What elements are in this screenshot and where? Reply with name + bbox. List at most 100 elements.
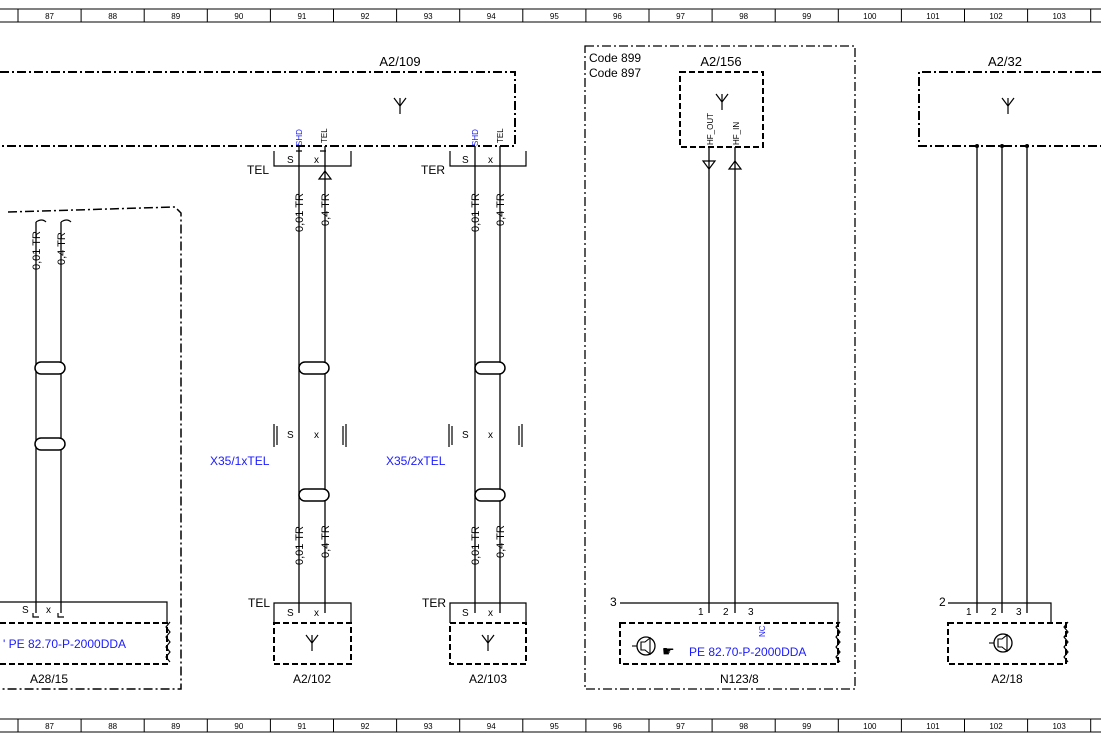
component-label-a28-15: A28/15 xyxy=(30,672,68,686)
speaker-icon xyxy=(631,636,656,656)
pointing-hand-icon: ☛ xyxy=(662,643,675,659)
ruler-cell-label: 94 xyxy=(487,722,496,731)
wire-label: 0,4 TR xyxy=(495,525,507,558)
pin-label: 1 xyxy=(698,607,704,618)
pin-number: 2 xyxy=(939,595,946,609)
wire-label: 0,01 TR xyxy=(470,526,482,565)
speaker-icon xyxy=(988,633,1013,653)
pin-label: NC xyxy=(758,625,767,637)
ruler-cell-label: 96 xyxy=(613,722,622,731)
pin-label: 2 xyxy=(723,607,729,618)
pin-label: x xyxy=(488,155,493,166)
connector-label: TER xyxy=(422,596,446,610)
pin-label: S xyxy=(462,608,469,619)
component-a2-18[interactable]: 2 1 2 3 A2/18 xyxy=(939,595,1069,686)
ruler-cell-label: 90 xyxy=(234,722,243,731)
component-a28-15[interactable]: S x ' PE 82.70-P-2000DDA A28/15 xyxy=(0,601,171,686)
ruler-cell-label: 92 xyxy=(361,12,370,21)
code-label-897: Code 897 xyxy=(589,66,641,80)
pin-label: 3 xyxy=(1016,607,1022,618)
pin-label: S xyxy=(287,608,294,619)
pin-label: x xyxy=(314,608,319,619)
wires-tel: 0,01 TR 0,4 TR 0,01 TR 0,4 TR xyxy=(294,146,333,613)
connector-x35-1xtel[interactable]: S x X35/1xTEL xyxy=(210,424,347,468)
wire-label: 0,01 TR xyxy=(470,193,482,232)
ruler-cell-label: 88 xyxy=(108,722,117,731)
wire-label: 0,4 TR xyxy=(320,193,332,226)
ruler-cell-label: 102 xyxy=(989,12,1003,21)
component-n123-8[interactable]: 3 1 2 3 NC ☛ PE 82.70-P-2000DDA N123/8 xyxy=(610,595,841,686)
ruler-cell-label: 92 xyxy=(361,722,370,731)
twisted-pair-marker xyxy=(474,361,506,375)
ruler-cell-label: 98 xyxy=(739,722,748,731)
connector-label: TER xyxy=(421,163,445,177)
reference-link[interactable]: PE 82.70-P-2000DDA xyxy=(689,645,806,659)
component-label-a2-156: A2/156 xyxy=(700,54,741,69)
ruler-cell-label: 87 xyxy=(45,722,54,731)
ruler-cell-label: 103 xyxy=(1052,12,1066,21)
ruler-cell-label: 93 xyxy=(424,12,433,21)
twisted-pair-marker xyxy=(298,488,330,502)
wire-label: 0,01 TR xyxy=(294,193,306,232)
antenna-icon xyxy=(715,93,729,111)
pin-label: TEL xyxy=(320,128,329,143)
connector-label-x35-2[interactable]: X35/2xTEL xyxy=(386,454,446,468)
antenna-icon xyxy=(393,97,407,115)
wire-label: 0,4 TR xyxy=(56,232,68,265)
component-label-a2-18: A2/18 xyxy=(991,672,1023,686)
component-a2-156[interactable]: A2/156 xyxy=(679,54,764,148)
ruler-cell-label: 97 xyxy=(676,722,685,731)
pin-label: x xyxy=(488,608,493,619)
wires-hf: HF_OUT HF_IN xyxy=(701,113,743,613)
wires-a2-32 xyxy=(975,144,1029,613)
twisted-pair-marker xyxy=(474,488,506,502)
ruler-cell-label: 90 xyxy=(234,12,243,21)
pin-label: SHD xyxy=(295,129,304,146)
ruler-cell-label: 91 xyxy=(297,722,306,731)
twisted-pair-marker xyxy=(34,361,66,375)
ruler-cell-label: 94 xyxy=(487,12,496,21)
component-label-a2-102: A2/102 xyxy=(293,672,331,686)
component-a2-32[interactable]: A2/32 xyxy=(918,54,1101,147)
code-label-899: Code 899 xyxy=(589,51,641,65)
ruler-cell-label: 87 xyxy=(45,12,54,21)
ruler-cell-label: 91 xyxy=(297,12,306,21)
wires-left: 0,01 TR 0,4 TR xyxy=(31,219,72,613)
wire-label: 0,4 TR xyxy=(320,525,332,558)
ruler-cell-label: 95 xyxy=(550,722,559,731)
ruler-cell-label: 100 xyxy=(863,12,877,21)
wire-label: 0,01 TR xyxy=(31,231,43,270)
ruler-cell-label: 102 xyxy=(989,722,1003,731)
pin-label: 2 xyxy=(991,607,997,618)
pin-label: x xyxy=(488,430,493,441)
twisted-pair-marker xyxy=(34,437,66,451)
component-a2-102[interactable]: TEL S x A2/102 xyxy=(248,596,352,686)
component-a2-109[interactable]: A2/109 xyxy=(0,54,516,147)
antenna-icon xyxy=(1001,97,1015,115)
ruler-cell-label: 101 xyxy=(926,722,940,731)
pin-label: SHD xyxy=(471,129,480,146)
pin-label: S xyxy=(287,430,294,441)
ruler-cell-label: 96 xyxy=(613,12,622,21)
reference-link[interactable]: ' PE 82.70-P-2000DDA xyxy=(3,637,126,651)
pin-label: S xyxy=(462,155,469,166)
twisted-pair-marker xyxy=(298,361,330,375)
connector-ter-top[interactable]: TER S x SHD TEL xyxy=(421,128,527,177)
connector-label: TEL xyxy=(248,596,270,610)
component-a2-103[interactable]: TER S x A2/103 xyxy=(422,596,527,686)
connector-label-x35-1[interactable]: X35/1xTEL xyxy=(210,454,270,468)
pin-label: x xyxy=(314,155,319,166)
ruler-cell-label: 95 xyxy=(550,12,559,21)
pin-label: x xyxy=(46,605,51,616)
ruler-cell-label: 100 xyxy=(863,722,877,731)
wire-label: 0,01 TR xyxy=(294,526,306,565)
wire-label: 0,4 TR xyxy=(495,193,507,226)
code-region-899: Code 899 Code 897 xyxy=(584,45,856,690)
connector-x35-2xtel[interactable]: S x X35/2xTEL xyxy=(386,424,523,468)
ruler-cell-label: 89 xyxy=(171,722,180,731)
pin-label: HF_OUT xyxy=(706,113,715,145)
pin-label: 3 xyxy=(748,607,754,618)
